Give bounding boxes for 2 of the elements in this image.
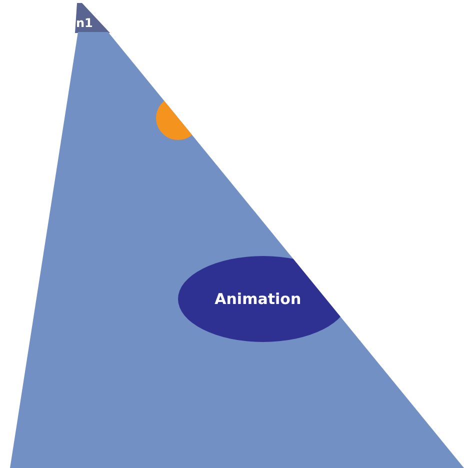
node-label: Animation [214, 290, 302, 308]
node-label: n1 [76, 16, 93, 30]
